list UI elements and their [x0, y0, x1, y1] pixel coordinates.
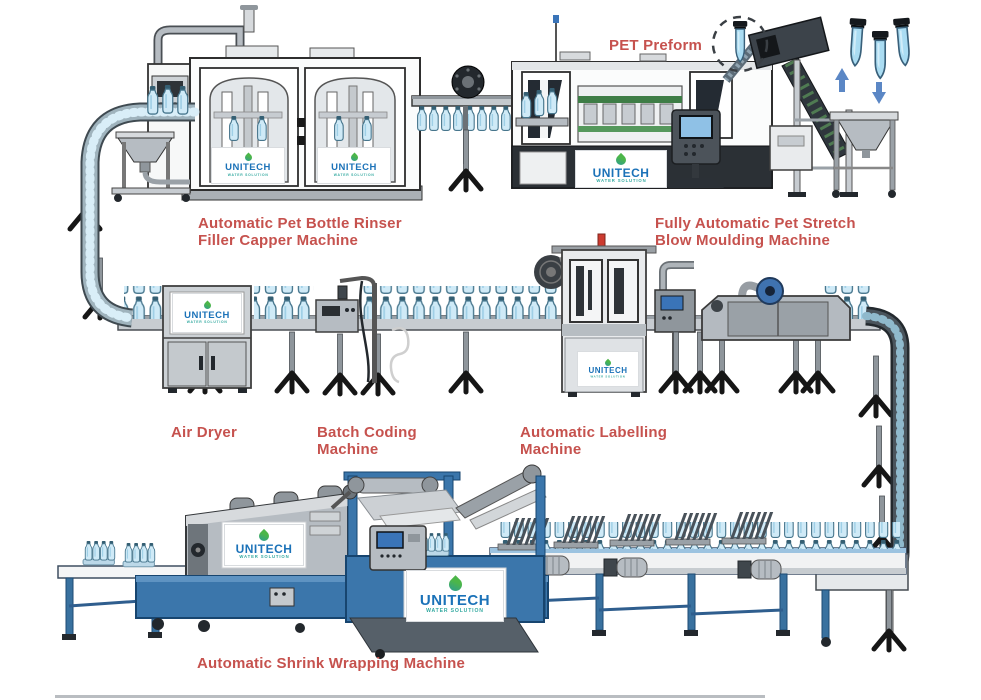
- cap-hopper: [111, 131, 191, 202]
- preform-icons: [835, 16, 915, 104]
- page-edge-line: [55, 695, 765, 698]
- label-shrink-tunnel: [701, 277, 851, 392]
- unitech-logo-labeller: UNITECH WATER SOLUTION: [577, 351, 639, 387]
- label-shrink-wrapping: Automatic Shrink Wrapping Machine: [197, 655, 466, 672]
- water-drop-icon: [243, 152, 253, 163]
- unitech-logo-filler-right: UNITECH WATER SOLUTION: [317, 147, 391, 184]
- water-drop-icon: [202, 300, 212, 310]
- water-drop-icon: [349, 152, 359, 163]
- left-bottle-conveyor: [70, 84, 200, 328]
- batch-coding-machine: [315, 275, 410, 394]
- packing-infeed-conveyor: [489, 511, 907, 636]
- label-air-dryer: Air Dryer: [171, 424, 237, 441]
- unitech-logo-wrapper: UNITECH WATER SOLUTION: [406, 570, 504, 622]
- label-blow-moulding: Fully Automatic Pet Stretch Blow Mouldin…: [655, 215, 856, 250]
- water-drop-icon: [613, 152, 629, 167]
- label-pet-preform: PET Preform: [609, 37, 703, 54]
- unitech-logo-air-dryer: UNITECH WATER SOLUTION: [172, 293, 242, 333]
- wrapper-control-panel: [369, 525, 427, 571]
- unitech-logo-shrink-tunnel: UNITECH WATER SOLUTION: [224, 524, 304, 566]
- right-bottle-conveyor: [815, 306, 910, 650]
- water-drop-icon: [256, 528, 272, 543]
- pet-preform-callout: [711, 15, 769, 73]
- water-drop-icon: [445, 575, 465, 594]
- label-rinser-filler-capper: Automatic Pet Bottle Rinser Filler Cappe…: [198, 215, 402, 250]
- air-conveyor: [411, 65, 521, 190]
- arrow-down-icon: [872, 82, 886, 104]
- label-labelling: Automatic Labelling Machine: [520, 424, 668, 459]
- unitech-logo-blow-moulder: UNITECH WATER SOLUTION: [575, 150, 667, 188]
- preform-elevator: [722, 16, 899, 198]
- control-console: [668, 109, 724, 188]
- label-batch-coding: Batch Coding Machine: [317, 424, 417, 459]
- inspection-unit: [654, 261, 696, 392]
- arrow-up-icon: [835, 68, 849, 92]
- unitech-logo-filler-left: UNITECH WATER SOLUTION: [211, 147, 285, 184]
